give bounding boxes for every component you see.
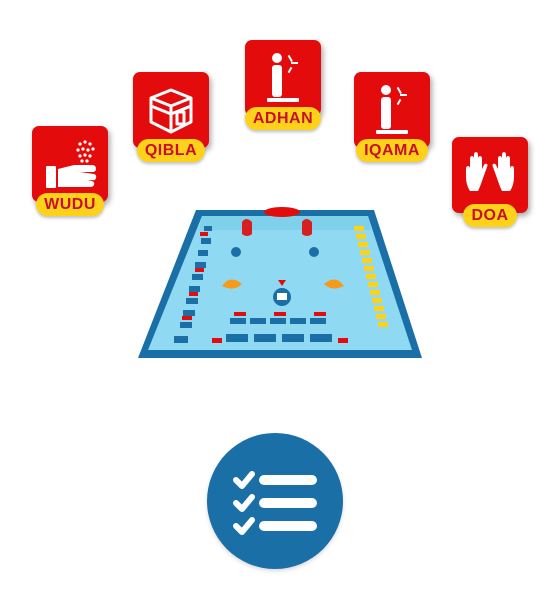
person-standing-icon (376, 85, 408, 134)
doa-tile[interactable] (452, 137, 528, 213)
feature-doa[interactable]: DOA (452, 137, 528, 227)
prayer-mat-icon (138, 207, 422, 358)
iqama-label: IQAMA (356, 139, 428, 162)
checklist-button[interactable] (207, 433, 343, 569)
doa-label: DOA (463, 204, 517, 227)
person-calling-icon (267, 53, 299, 102)
qibla-label: QIBLA (136, 139, 206, 162)
adhan-label: ADHAN (244, 107, 322, 130)
raised-hands-icon (466, 152, 514, 191)
checklist-icon (233, 471, 317, 535)
adhan-tile[interactable] (245, 40, 321, 116)
feature-iqama[interactable]: IQAMA (354, 72, 430, 162)
hand-washing-icon (46, 140, 97, 188)
wudu-label: WUDU (36, 193, 104, 216)
feature-qibla[interactable]: QIBLA (133, 72, 209, 162)
feature-adhan[interactable]: ADHAN (244, 40, 322, 130)
kaaba-icon (149, 88, 193, 134)
wudu-tile[interactable] (32, 126, 108, 202)
iqama-tile[interactable] (354, 72, 430, 148)
feature-wudu[interactable]: WUDU (32, 126, 108, 216)
qibla-tile[interactable] (133, 72, 209, 148)
